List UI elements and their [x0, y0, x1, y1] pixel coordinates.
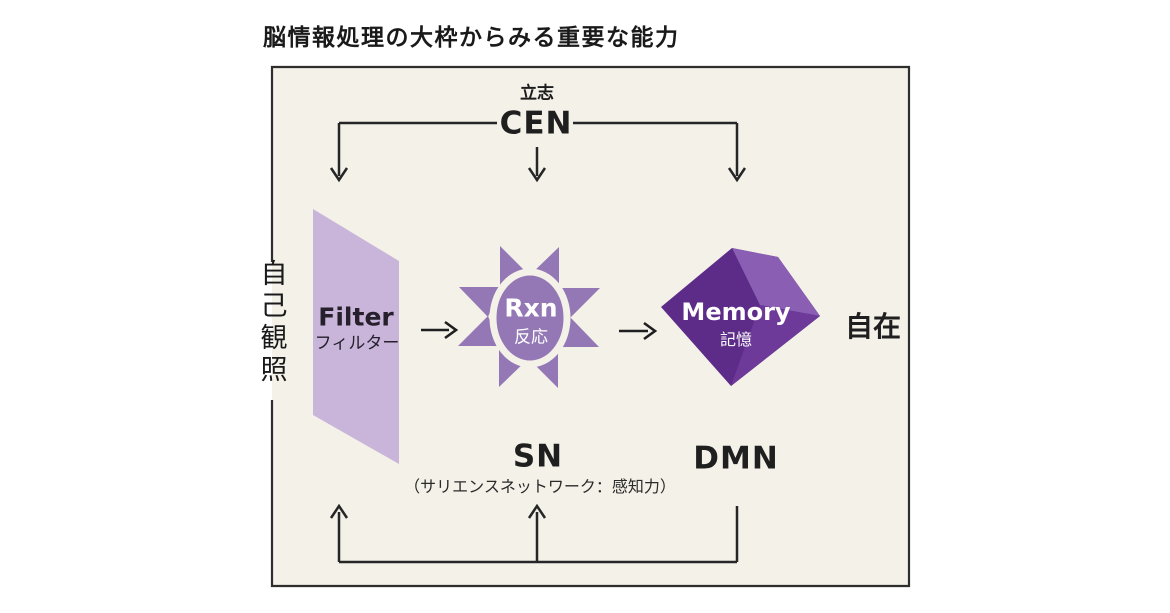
arrow-up-middle-icon	[527, 503, 547, 519]
memory-label-ja: 記憶	[719, 330, 753, 349]
self-observation-label: 自己観照	[255, 259, 287, 387]
arrow-down-middle-icon	[527, 167, 547, 183]
memory-label-en: Memory	[681, 298, 791, 326]
arrow-down-left-icon	[329, 167, 349, 183]
diagram-title: 脳情報処理の大枠からみる重要な能力	[263, 25, 680, 51]
sn-label: SN	[512, 438, 564, 475]
memory-gem	[661, 248, 820, 386]
filter-label-en: Filter	[318, 302, 394, 332]
filter-label-ja: フィルター	[314, 333, 400, 354]
dmn-label: DMN	[693, 440, 779, 477]
rxn-label-en: Rxn	[504, 293, 558, 323]
sun-body	[489, 268, 571, 368]
panel-border	[270, 65, 911, 588]
cen-label: CEN	[499, 105, 573, 142]
sn-note: （サリエンスネットワーク：感知力）	[404, 477, 676, 496]
arrow-down-right-icon	[727, 167, 747, 183]
jizai-label: 自在	[844, 310, 902, 343]
arrow-up-left-icon	[329, 503, 349, 519]
flow-arrows	[421, 320, 658, 341]
cen-bracket-lines	[329, 121, 747, 183]
rxn-label-ja: 反応	[514, 327, 548, 348]
arrow-right-rxn-to-memory-icon	[643, 321, 658, 341]
filter-shape	[313, 209, 399, 464]
arrow-right-filter-to-rxn-icon	[444, 320, 459, 340]
aspiration-label: 立志	[520, 83, 554, 104]
feedback-lines	[329, 503, 739, 564]
